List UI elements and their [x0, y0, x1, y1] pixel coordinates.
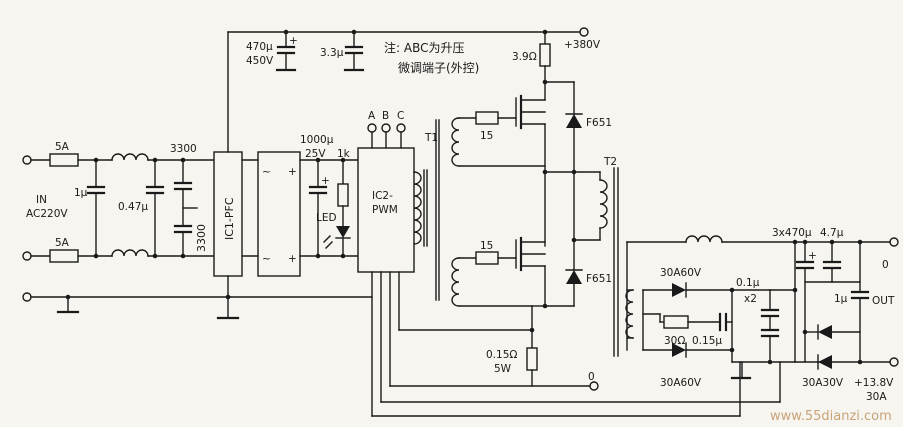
hv-rail-label: +380V: [564, 39, 601, 51]
input-section: [22, 153, 231, 314]
transformer-t1-label: T1: [424, 132, 438, 144]
bridge-ac-bottom: ~: [262, 253, 271, 265]
resistor-1k: [337, 183, 349, 207]
cap-filter-voltage: 25V: [305, 148, 326, 160]
out-label: OUT: [872, 295, 895, 307]
snubber-r-label: 30Ω: [664, 335, 685, 347]
pfc-section: +: [213, 29, 581, 320]
cap-pair-count: x2: [744, 293, 757, 305]
output-choke: [685, 235, 723, 243]
fuse-bottom-label: 5A: [55, 237, 70, 249]
ground-zero-label: 0: [588, 371, 595, 383]
cap-in2-label: 0.47μ: [118, 201, 148, 213]
gate-res-top-label: 15: [480, 130, 493, 142]
cap-pair-value: 0.1μ: [736, 277, 760, 289]
pwm-section: +: [299, 123, 781, 417]
note-line1: 注: ABC为升压: [384, 40, 464, 55]
note-line2: 微调端子(外控): [398, 61, 479, 75]
t2-primary: [599, 179, 608, 229]
ic2-pwm-box: [357, 147, 415, 273]
res-drain-label: 3.9Ω: [512, 51, 537, 63]
fuse-top-label: 5A: [55, 141, 70, 153]
resistor-led-label: 1k: [337, 148, 351, 160]
cap-out-small-label: 4.7μ: [820, 227, 844, 239]
cap-bulk-value: 470μ: [246, 41, 273, 53]
out-zero-label: 0: [882, 259, 889, 271]
gate-res-bottom: [475, 251, 499, 265]
cap-out-1u-label: 1μ: [834, 293, 848, 305]
diode-rect-top-label: 30A60V: [660, 267, 702, 279]
gate-res-bottom-label: 15: [480, 240, 493, 252]
diode-bottom-symbol: [566, 270, 582, 284]
terminal-a-label: A: [368, 110, 376, 122]
snubber-c-label: 0.15μ: [692, 335, 722, 347]
bridge-plus-bottom: +: [288, 253, 297, 265]
cap-bank-plus: +: [808, 250, 817, 262]
diode-top-label: F651: [586, 117, 612, 129]
bridge-ac-top: ~: [262, 166, 271, 178]
diode-bottom-label: F651: [586, 273, 612, 285]
bridge-plus-top: +: [288, 166, 297, 178]
res-sense: [526, 347, 538, 371]
ic2-label-line2: PWM: [372, 204, 398, 216]
cap-out-bank-label: 3x470μ: [772, 227, 812, 239]
out-voltage-label: +13.8V: [854, 377, 894, 389]
t1-primary: [413, 171, 422, 245]
res-sense-power: 5W: [494, 363, 512, 375]
input-name: IN: [36, 194, 47, 206]
res-sense-value: 0.15Ω: [486, 349, 517, 361]
diode-out-label: 30A30V: [802, 377, 844, 389]
snubber-res: [663, 315, 689, 329]
gate-res-top: [475, 111, 499, 125]
output-section: +: [625, 235, 899, 380]
cap-bulk-plus: +: [289, 35, 298, 47]
diode-rect-bottom-label: 30A60V: [660, 377, 702, 389]
power-stage: [435, 27, 619, 391]
t1-secondary-top: [451, 117, 460, 167]
choke-bottom: [111, 249, 149, 257]
ic2-label-line1: IC2-: [372, 190, 393, 202]
diode-top-symbol: [566, 114, 582, 128]
t2-secondary: [625, 289, 634, 339]
t1-secondary-bottom: [451, 257, 460, 307]
led-label: LED: [316, 212, 337, 224]
res-drain: [539, 43, 551, 67]
transformer-t2-label: T2: [603, 156, 617, 168]
choke-top: [111, 153, 149, 161]
cap-in1-label: 1μ: [74, 187, 88, 199]
ic1-pfc-box: [213, 151, 243, 277]
cap-filter-value: 1000μ: [300, 134, 334, 146]
cap-y-top-label: 3300: [170, 143, 197, 155]
ic1-pfc-label: IC1-PFC: [223, 197, 236, 240]
fuse-bottom: [49, 249, 79, 263]
cap-y-bottom-label: 3300: [195, 224, 208, 252]
bridge-box: [257, 151, 301, 277]
cap-bulk-voltage: 450V: [246, 55, 274, 67]
terminal-c-label: C: [397, 110, 404, 122]
diode-out-top-symbol: [818, 325, 832, 339]
terminal-b-label: B: [382, 110, 389, 122]
cap-filter-plus: +: [321, 175, 330, 187]
led-symbol: [336, 226, 350, 238]
out-current-label: 30A: [866, 391, 887, 403]
watermark: www.55dianzi.com: [770, 409, 892, 424]
diode-rect-bottom-symbol: [672, 343, 686, 357]
fuse-top: [49, 153, 79, 167]
input-voltage: AC220V: [26, 208, 68, 220]
diode-out-bottom-symbol: [818, 355, 832, 369]
diode-rect-top-symbol: [672, 283, 686, 297]
cap-snub-label: 3.3μ: [320, 47, 344, 59]
